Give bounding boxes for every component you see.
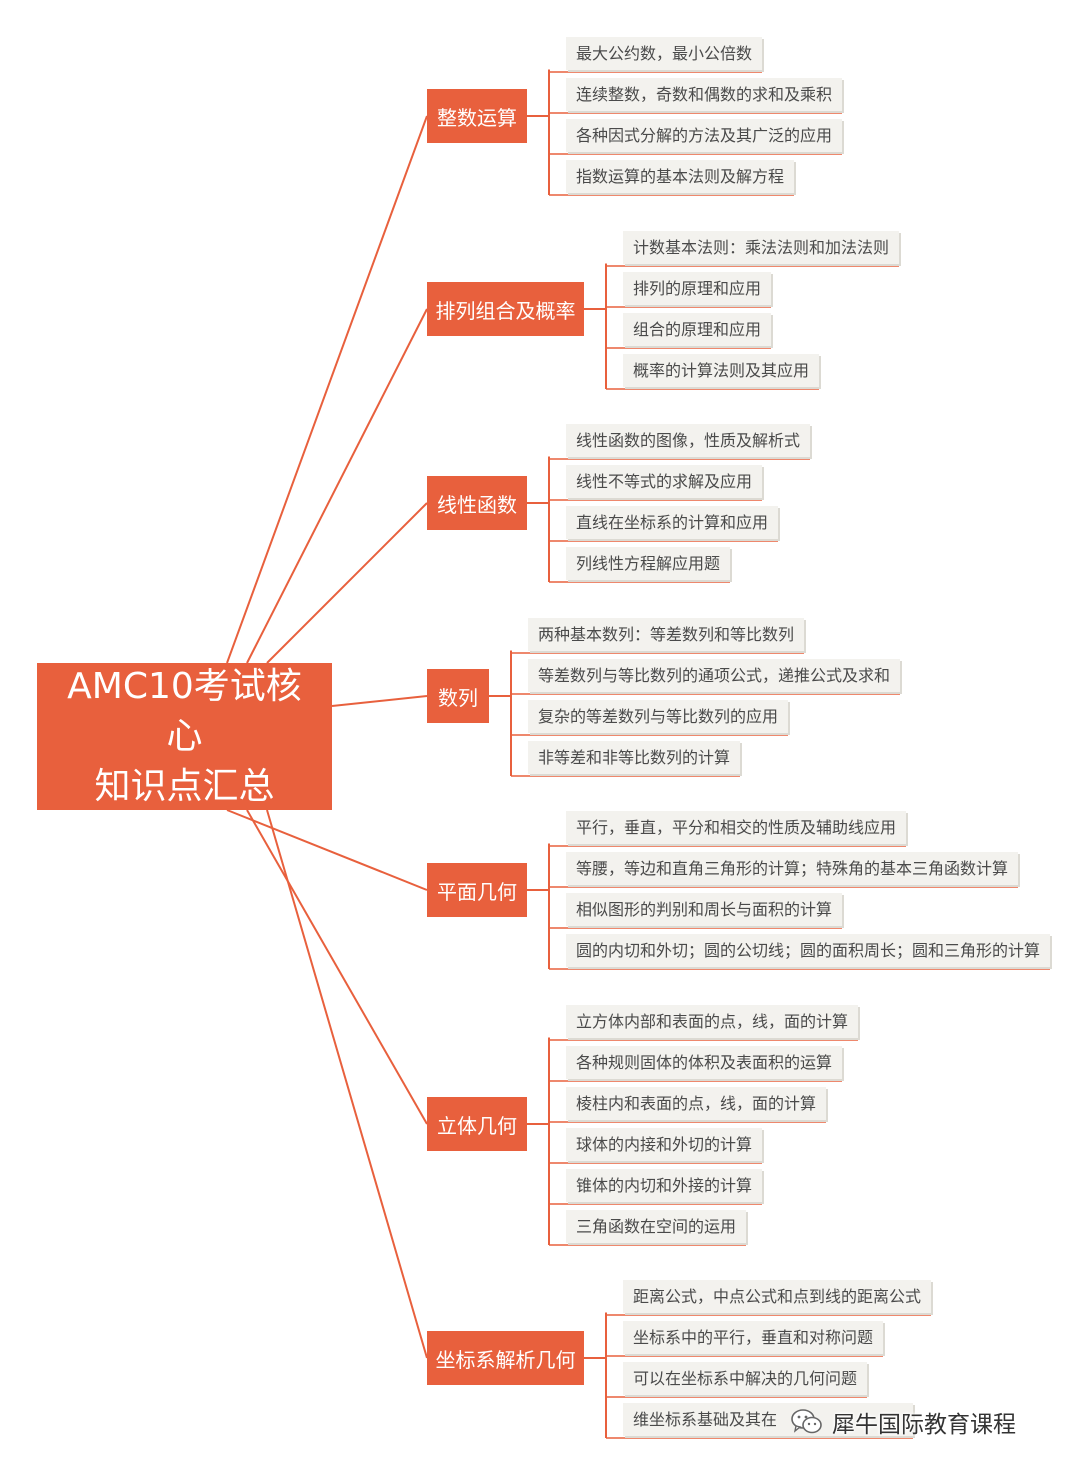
wechat-icon <box>791 1409 822 1434</box>
branch-node-sequences: 数列 <box>427 669 489 723</box>
branch-node-combinatorics-probability: 排列组合及概率 <box>427 282 584 336</box>
leaf-node: 球体的内接和外切的计算 <box>566 1128 763 1161</box>
branch-node-coordinate-geometry: 坐标系解析几何 <box>427 1331 584 1385</box>
leaf-node: 各种规则固体的体积及表面积的运算 <box>566 1046 843 1079</box>
leaf-node: 等腰，等边和直角三角形的计算；特殊角的基本三角函数计算 <box>566 852 1019 885</box>
connector-line <box>226 115 428 664</box>
connector-line <box>246 308 428 664</box>
leaf-node: 最大公约数，最小公倍数 <box>566 37 763 70</box>
root-title-line1: AMC10考试核心 <box>67 665 302 757</box>
leaf-node: 坐标系中的平行，垂直和对称问题 <box>623 1321 884 1354</box>
leaf-node: 线性不等式的求解及应用 <box>566 465 763 498</box>
connector-line <box>266 502 428 664</box>
branch-node-solid-geometry: 立体几何 <box>427 1097 527 1151</box>
watermark-text: 犀牛国际教育课程 <box>832 1412 1016 1438</box>
root-node: AMC10考试核心 知识点汇总 <box>37 663 332 810</box>
leaf-node: 复杂的等差数列与等比数列的应用 <box>528 700 789 733</box>
leaf-node: 圆的内切和外切；圆的公切线；圆的面积周长；圆和三角形的计算 <box>566 934 1051 967</box>
root-title-line2: 知识点汇总 <box>94 765 275 807</box>
leaf-node: 可以在坐标系中解决的几何问题 <box>623 1362 868 1395</box>
leaf-node: 各种因式分解的方法及其广泛的应用 <box>566 119 843 152</box>
connector-line <box>331 695 428 707</box>
leaf-node: 立方体内部和表面的点，线，面的计算 <box>566 1005 859 1038</box>
leaf-node: 直线在坐标系的计算和应用 <box>566 506 779 539</box>
leaf-node: 线性函数的图像，性质及解析式 <box>566 424 811 457</box>
leaf-node: 等差数列与等比数列的通项公式，递推公式及求和 <box>528 659 901 692</box>
leaf-node: 距离公式，中点公式和点到线的距离公式 <box>623 1280 932 1313</box>
branch-node-plane-geometry: 平面几何 <box>427 863 527 917</box>
watermark: 犀牛国际教育课程 <box>790 1402 1016 1442</box>
leaf-node: 概率的计算法则及其应用 <box>623 354 820 387</box>
leaf-node: 组合的原理和应用 <box>623 313 772 346</box>
leaf-node: 非等差和非等比数列的计算 <box>528 741 741 774</box>
leaf-node: 相似图形的判别和周长与面积的计算 <box>566 893 843 926</box>
leaf-node: 平行，垂直，平分和相交的性质及辅助线应用 <box>566 811 907 844</box>
branch-node-integer-operations: 整数运算 <box>427 89 527 143</box>
connector-line <box>226 809 428 891</box>
leaf-node: 维坐标系基础及其在 <box>623 1403 913 1436</box>
leaf-node: 连续整数，奇数和偶数的求和及乘积 <box>566 78 843 111</box>
leaf-node: 两种基本数列：等差数列和等比数列 <box>528 618 805 651</box>
connector-line <box>246 809 428 1125</box>
leaf-node: 指数运算的基本法则及解方程 <box>566 160 795 193</box>
leaf-node: 计数基本法则：乘法法则和加法法则 <box>623 231 900 264</box>
connector-line <box>266 809 428 1359</box>
leaf-node: 排列的原理和应用 <box>623 272 772 305</box>
leaf-node: 锥体的内切和外接的计算 <box>566 1169 763 1202</box>
leaf-node: 列线性方程解应用题 <box>566 547 731 580</box>
leaf-node: 三角函数在空间的运用 <box>566 1210 747 1243</box>
branch-node-linear-functions: 线性函数 <box>427 476 527 530</box>
leaf-node: 棱柱内和表面的点，线，面的计算 <box>566 1087 827 1120</box>
